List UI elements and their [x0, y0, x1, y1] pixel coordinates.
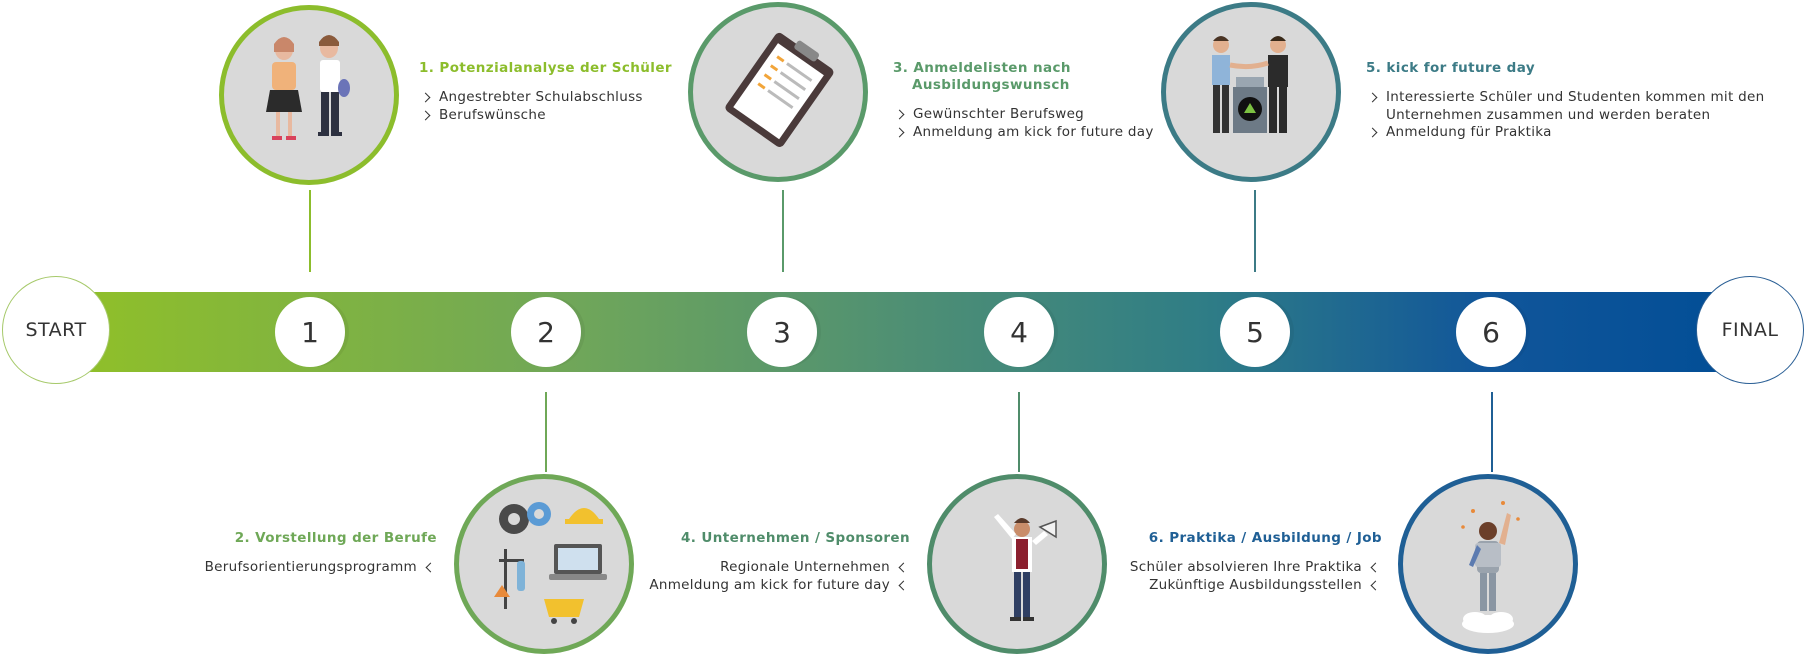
final-label: FINAL: [1721, 319, 1779, 341]
list-item-continuation: Unternehmen zusammen und werden beraten: [1386, 106, 1711, 123]
step-4-title: 4. Unternehmen / Sponsoren: [680, 530, 910, 546]
list-item: Gewünschter Berufsweg: [893, 106, 1154, 124]
step-1-list: Angestrebter Schulabschluss Berufswünsch…: [419, 89, 672, 124]
list-item: Anmeldung am kick for future day: [893, 124, 1154, 142]
list-item: Anmeldung am kick for future day: [649, 577, 910, 595]
step-5-text: 5. kick for future day Interessierte Sch…: [1366, 60, 1765, 142]
handshake-icon: [1212, 36, 1288, 133]
start-node: START: [2, 276, 110, 384]
list-item: Zukünftige Ausbildungsstellen: [1130, 577, 1382, 595]
step-4-list: Regionale Unternehmen Anmeldung am kick …: [649, 559, 910, 594]
step-5-illustration: [1161, 2, 1341, 182]
step-number-5: 5: [1220, 297, 1290, 367]
step-2-text: 2. Vorstellung der Berufe Berufsorientie…: [205, 530, 437, 577]
step-3-list: Gewünschter Berufsweg Anmeldung am kick …: [893, 106, 1154, 141]
step-4-illustration: [927, 474, 1107, 654]
step-1-title: 1. Potenzialanalyse der Schüler: [419, 60, 672, 76]
connector-4: [1018, 392, 1020, 472]
final-node: FINAL: [1696, 276, 1804, 384]
connector-1: [309, 190, 311, 272]
list-item: Regionale Unternehmen: [649, 559, 910, 577]
professions-icon: [494, 502, 607, 624]
step-1-illustration: [219, 5, 399, 185]
step-3-title-line-2: Ausbildungswunsch: [912, 77, 1070, 93]
step-3-title-line-1: 3. Anmeldelisten nach: [893, 60, 1071, 76]
connector-2: [545, 392, 547, 472]
step-1-text: 1. Potenzialanalyse der Schüler Angestre…: [419, 60, 672, 124]
step-number-1: 1: [275, 297, 345, 367]
step-6-list: Schüler absolvieren Ihre Praktika Zukünf…: [1130, 559, 1382, 594]
list-item: Schüler absolvieren Ihre Praktika: [1130, 559, 1382, 577]
step-6-illustration: [1398, 474, 1578, 654]
jetpack-person-icon: [1461, 501, 1520, 633]
step-3-illustration: [688, 2, 868, 182]
list-item: Anmeldung für Praktika: [1366, 124, 1765, 142]
list-item: Berufsorientierungsprogramm: [205, 559, 437, 577]
clipboard-icon: [725, 32, 834, 147]
connector-3: [782, 190, 784, 272]
connector-6: [1491, 392, 1493, 472]
megaphone-person-icon: [994, 514, 1057, 621]
step-2-illustration: [454, 474, 634, 654]
step-2-title: 2. Vorstellung der Berufe: [234, 530, 437, 546]
step-2-list: Berufsorientierungsprogramm: [205, 559, 437, 577]
step-number-6: 6: [1456, 297, 1526, 367]
list-item: Interessierte Schüler und Studenten komm…: [1366, 89, 1765, 107]
step-3-text: 3. Anmeldelisten nach Ausbildungswunsch …: [893, 60, 1154, 141]
list-item: Berufswünsche: [419, 107, 672, 125]
step-number-4: 4: [984, 297, 1054, 367]
step-5-title: 5. kick for future day: [1366, 60, 1536, 76]
step-5-list: Interessierte Schüler und Studenten komm…: [1366, 89, 1765, 142]
step-number-3: 3: [747, 297, 817, 367]
students-icon: [266, 35, 350, 140]
connector-5: [1254, 190, 1256, 272]
start-label: START: [25, 319, 87, 341]
step-6-text: 6. Praktika / Ausbildung / Job Schüler a…: [1130, 530, 1382, 594]
step-4-text: 4. Unternehmen / Sponsoren Regionale Unt…: [649, 530, 910, 594]
step-6-title: 6. Praktika / Ausbildung / Job: [1148, 530, 1382, 546]
step-number-2: 2: [511, 297, 581, 367]
list-item: Angestrebter Schulabschluss: [419, 89, 672, 107]
